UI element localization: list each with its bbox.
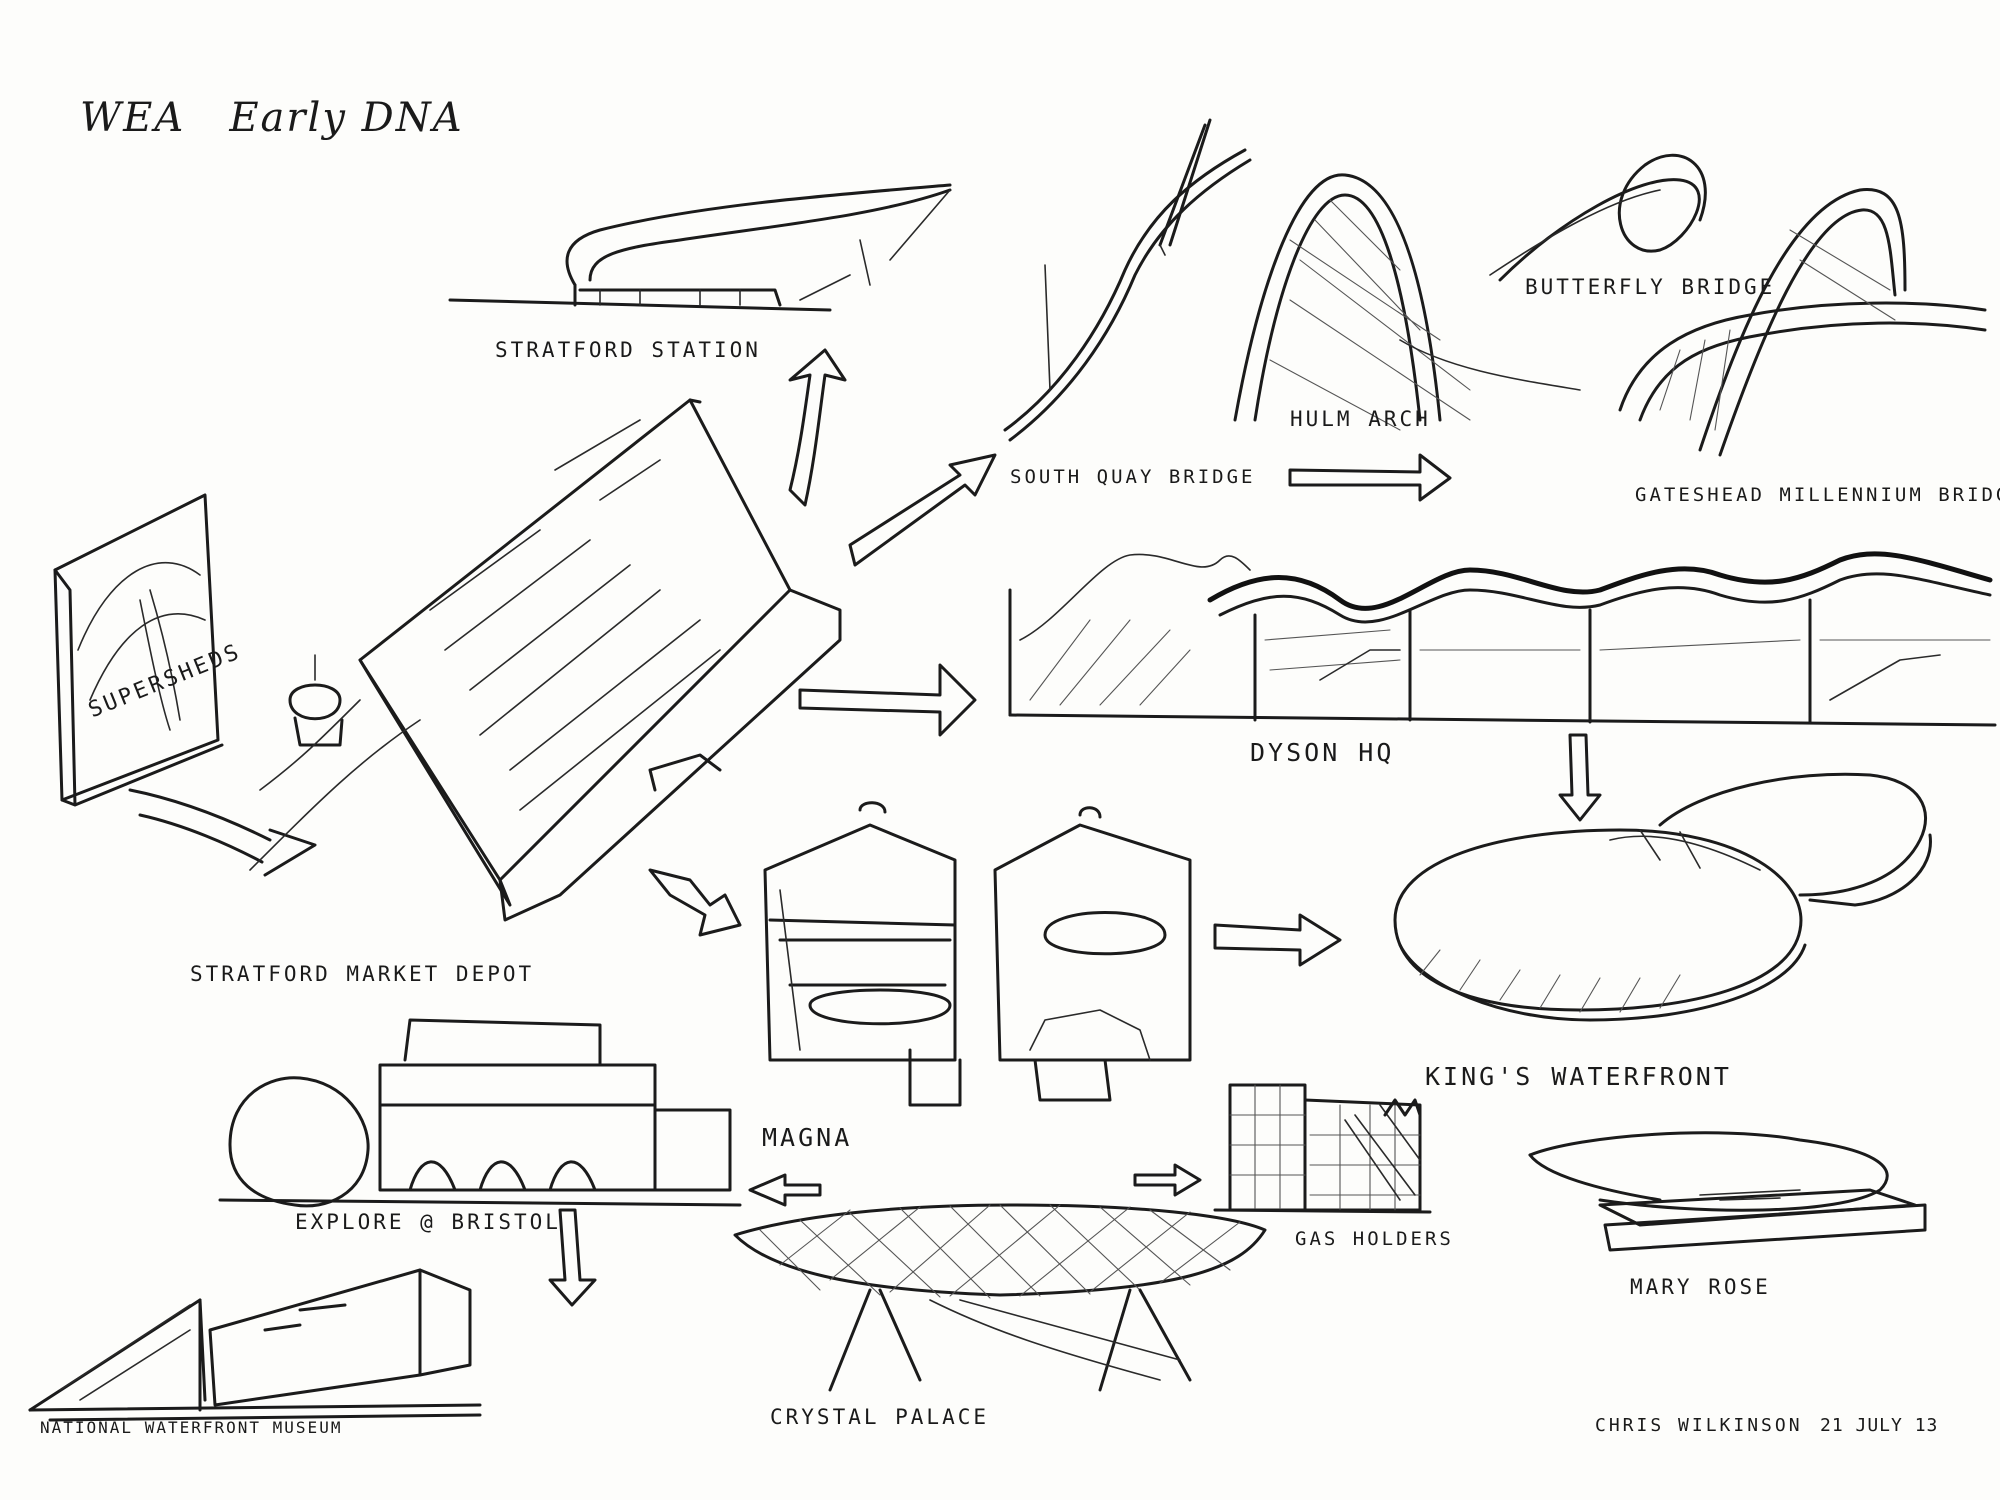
signature-date: 21 JULY 13 (1820, 1415, 1939, 1436)
sheet-title: WEA Early DNA (80, 95, 464, 141)
label-magna: MAGNA (762, 1123, 853, 1152)
label-national-waterfront-museum: NATIONAL WATERFRONT MUSEUM (40, 1418, 343, 1437)
arrow-to-magna (648, 868, 742, 937)
arrow-up-to-station (788, 348, 847, 507)
arrow-down-to-museum (548, 1208, 597, 1307)
label-kings-waterfront: KING'S WATERFRONT (1425, 1062, 1732, 1091)
label-stratford-market-depot: STRATFORD MARKET DEPOT (190, 962, 535, 986)
label-dyson-hq: DYSON HQ (1250, 738, 1395, 767)
signature-author: CHRIS WILKINSON (1595, 1415, 1803, 1436)
label-mary-rose: MARY ROSE (1630, 1275, 1771, 1299)
label-explore-bristol: EXPLORE @ BRISTOL (295, 1210, 561, 1234)
dyson-hq-sketch (1008, 551, 1997, 727)
arrow-to-gas-holders (1133, 1163, 1202, 1197)
label-butterfly-bridge: BUTTERFLY BRIDGE (1525, 275, 1776, 299)
south-quay-bridge-sketch (1003, 118, 1252, 442)
arrow-down-to-kings-waterfront (1558, 733, 1602, 822)
label-crystal-palace: CRYSTAL PALACE (770, 1405, 990, 1429)
label-south-quay-bridge: SOUTH QUAY BRIDGE (1010, 466, 1256, 488)
butterfly-bridge-sketch (1489, 153, 1707, 282)
arrow-to-bristol (748, 1173, 822, 1207)
stratford-station-sketch (448, 183, 952, 312)
arrow-to-south-quay (848, 453, 997, 567)
national-waterfront-museum-sketch (28, 1268, 482, 1422)
depot-arrows (648, 348, 997, 937)
arrow-to-dyson (798, 663, 977, 737)
label-gateshead-millennium-bridge: GATESHEAD MILLENNIUM BRIDGE (1635, 484, 2000, 506)
explore-bristol-sketch (218, 1018, 742, 1208)
magna-sketch (763, 801, 1192, 1107)
stratford-market-depot-sketch (249, 398, 842, 922)
supersheds-sketch (53, 493, 224, 807)
hulm-arch-sketch (1233, 173, 1581, 431)
label-hulm-arch: HULM ARCH (1290, 407, 1431, 431)
gateshead-millennium-bridge-sketch (1618, 188, 1987, 457)
label-gas-holders: GAS HOLDERS (1295, 1228, 1454, 1250)
bristol-arrows (548, 1173, 822, 1307)
gas-holders-sketch (1213, 1083, 1432, 1214)
label-stratford-station: STRATFORD STATION (495, 338, 761, 362)
crystal-palace-sketch (733, 1203, 1267, 1392)
kings-waterfront-sketch (1393, 772, 1932, 1022)
arrow-magna-to-kings (1213, 913, 1342, 967)
mary-rose-sketch (1528, 1131, 1927, 1252)
arrow-to-gateshead (1288, 453, 1452, 502)
